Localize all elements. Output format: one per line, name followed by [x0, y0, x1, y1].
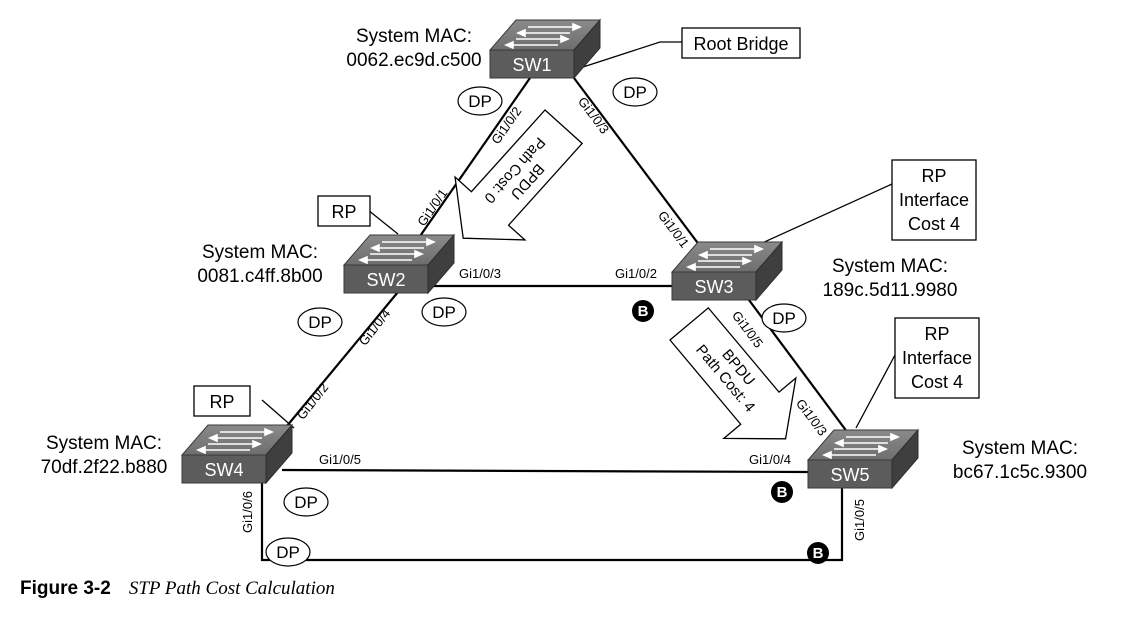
- sw5-label: SW5: [830, 465, 869, 485]
- dp-badge: DP: [612, 77, 658, 107]
- port-sw1-gi103: Gi1/0/3: [575, 94, 612, 137]
- switch-sw4: SW4: [181, 424, 293, 484]
- port-sw2-gi103: Gi1/0/3: [459, 266, 501, 281]
- svg-text:DP: DP: [308, 313, 332, 332]
- sw4-label: SW4: [204, 460, 243, 480]
- sw2-rp-text: RP: [331, 202, 356, 222]
- dp-badge: DP: [761, 303, 807, 333]
- blocking-badge: B: [807, 542, 829, 564]
- link-sw1-sw3: [573, 77, 713, 263]
- svg-text:B: B: [638, 303, 649, 320]
- sw3-rp-line1: RP: [921, 166, 946, 186]
- port-sw3-gi102: Gi1/0/2: [615, 266, 657, 281]
- svg-text:DP: DP: [623, 83, 647, 102]
- port-sw5-gi104: Gi1/0/4: [749, 452, 791, 467]
- blocking-badge: B: [771, 481, 793, 503]
- sw4-mac-label: System MAC:: [46, 433, 162, 454]
- port-sw2-gi101: Gi1/0/1: [414, 186, 450, 229]
- sw3-mac-label: System MAC:: [832, 256, 948, 277]
- port-sw4-gi105: Gi1/0/5: [319, 452, 361, 467]
- sw3-rp-line3: Cost 4: [908, 214, 960, 234]
- dp-badge: DP: [265, 537, 311, 567]
- sw4-mac: 70df.2f22.b880: [41, 457, 168, 478]
- sw4-rp-text: RP: [209, 392, 234, 412]
- sw5-mac-label: System MAC:: [962, 438, 1078, 459]
- port-sw4-gi106: Gi1/0/6: [240, 491, 255, 533]
- sw5-rp-line2: Interface: [902, 348, 972, 368]
- link-sw2-sw4: [271, 291, 399, 445]
- sw2-mac-label: System MAC:: [202, 242, 318, 263]
- sw3-label: SW3: [694, 277, 733, 297]
- bpdu-arrow-1: BPDU Path Cost: 0: [454, 109, 584, 241]
- dp-badges: DP DP DP DP DP DP DP: [265, 77, 807, 567]
- sw5-rp-line1: RP: [924, 324, 949, 344]
- sw2-mac: 0081.c4ff.8b00: [197, 266, 322, 287]
- switch-sw2: SW2: [343, 234, 455, 294]
- sw5-rp-line3: Cost 4: [911, 372, 963, 392]
- sw5-rp-callout: RP Interface Cost 4: [894, 317, 980, 399]
- blocking-markers: B B B: [632, 300, 829, 564]
- callout-leaders: [261, 41, 896, 429]
- sw1-mac-label: System MAC:: [356, 26, 472, 47]
- svg-text:DP: DP: [772, 309, 796, 328]
- root-bridge-callout: Root Bridge: [681, 27, 801, 59]
- figure-caption: Figure 3-2 STP Path Cost Calculation: [20, 578, 335, 600]
- switch-sw5: SW5: [807, 429, 919, 489]
- svg-text:B: B: [813, 545, 824, 562]
- sw4-rp-callout: RP: [193, 385, 251, 417]
- dp-badge: DP: [283, 487, 329, 517]
- link-sw4-sw5: [281, 468, 809, 474]
- sw2-rp-callout: RP: [317, 195, 371, 227]
- figure-number: Figure 3-2: [20, 578, 111, 599]
- switch-sw3: SW3: [671, 241, 783, 301]
- sw3-rp-line2: Interface: [899, 190, 969, 210]
- root-bridge-text: Root Bridge: [693, 34, 788, 54]
- sw3-mac: 189c.5d11.9980: [823, 280, 958, 301]
- svg-text:DP: DP: [468, 92, 492, 111]
- dp-badge: DP: [297, 307, 343, 337]
- dp-badge: DP: [457, 86, 503, 116]
- link-sw4-sw5-bottom: [260, 482, 844, 562]
- switch-sw1: SW1: [489, 19, 601, 79]
- sw1-label: SW1: [512, 55, 551, 75]
- sw2-label: SW2: [366, 270, 405, 290]
- port-sw2-gi104: Gi1/0/4: [356, 306, 394, 348]
- figure-title: STP Path Cost Calculation: [128, 578, 335, 599]
- port-sw4-gi102: Gi1/0/2: [294, 380, 332, 422]
- sw1-mac: 0062.ec9d.c500: [346, 50, 481, 71]
- blocking-badge: B: [632, 300, 654, 322]
- svg-text:DP: DP: [432, 303, 456, 322]
- port-sw5-gi105: Gi1/0/5: [852, 499, 867, 541]
- svg-text:DP: DP: [276, 543, 300, 562]
- sw3-rp-callout: RP Interface Cost 4: [891, 159, 977, 241]
- bpdu-arrow-2: BPDU Path Cost: 4: [669, 306, 797, 440]
- svg-text:B: B: [777, 484, 788, 501]
- link-sw1-sw2: [401, 77, 531, 263]
- sw5-mac: bc67.1c5c.9300: [953, 462, 1087, 483]
- dp-badge: DP: [421, 297, 467, 327]
- svg-text:DP: DP: [294, 493, 318, 512]
